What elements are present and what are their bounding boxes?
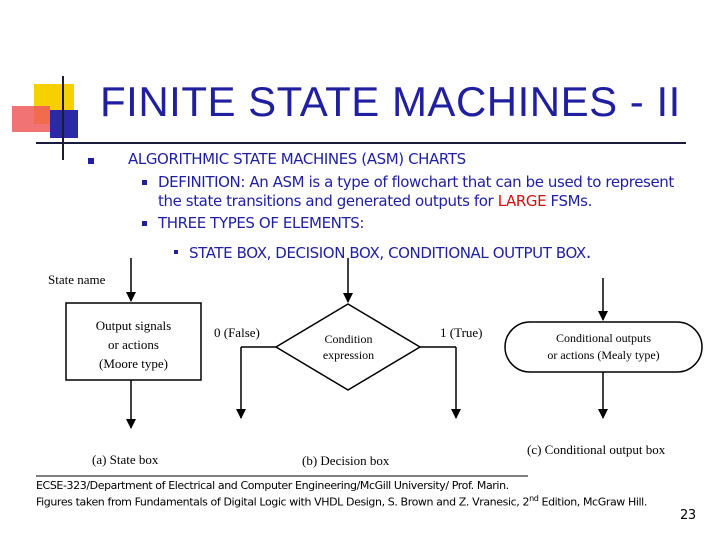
cond-output-box (504, 321, 703, 373)
bullet-l3-elements (174, 250, 178, 254)
bullet-main: ALGORITHMIC STATE MACHINES (ASM) CHARTS (128, 150, 466, 168)
footer-line2-b: Edition, McGraw Hill. (538, 495, 648, 509)
decision-caption: (b) Decision box (302, 453, 390, 468)
bullet-l2-types (142, 221, 147, 226)
state-box (65, 302, 202, 381)
definition-large: LARGE (497, 192, 547, 210)
decision-diamond (274, 303, 422, 391)
state-box-line2: or actions (108, 337, 159, 352)
footer-line2: Figures taken from Fundamentals of Digit… (36, 494, 647, 509)
elements-list: STATE BOX, DECISION BOX, CONDITIONAL OUT… (189, 242, 592, 263)
footer-line1: ECSE-323/Department of Electrical and Co… (36, 479, 509, 492)
state-box-line3: (Moore type) (99, 356, 168, 371)
cond-output-line1: Conditional outputs (555, 331, 651, 345)
definition-line2-a: the state transitions and generated outp… (158, 192, 498, 210)
elements-text: STATE BOX, DECISION BOX, CONDITIONAL OUT… (189, 244, 586, 262)
definition-line2-b: FSMs. (546, 192, 593, 210)
definition-line2: the state transitions and generated outp… (158, 192, 592, 210)
state-name-label: State name (48, 272, 106, 287)
footer-line2-sup: nd (529, 494, 539, 503)
elements-period: . (585, 242, 592, 263)
deco-red-square (12, 106, 50, 132)
bullet-l1 (88, 158, 94, 164)
slide-title: FINITE STATE MACHINES - II (100, 78, 681, 125)
cond-output-caption: (c) Conditional output box (527, 442, 666, 457)
cond-output-line2: or actions (Mealy type) (547, 348, 660, 362)
bullet-l2-def (142, 180, 147, 185)
deco-vertical-line (62, 76, 64, 160)
decision-text-line2: expression (322, 348, 375, 362)
decision-false-label: 0 (False) (214, 325, 260, 340)
three-types: THREE TYPES OF ELEMENTS: (158, 214, 365, 232)
state-box-caption: (a) State box (92, 452, 159, 467)
deco-blue-square (50, 110, 78, 138)
page-number: 23 (680, 508, 696, 523)
footer-line2-a: Figures taken from Fundamentals of Digit… (36, 495, 530, 509)
deco-horizontal-line (36, 142, 686, 144)
definition-line1: DEFINITION: An ASM is a type of flowchar… (158, 173, 674, 191)
decision-text-line1: Condition (324, 332, 373, 346)
state-box-line1: Output signals (95, 318, 172, 333)
decision-true-label: 1 (True) (440, 325, 483, 340)
